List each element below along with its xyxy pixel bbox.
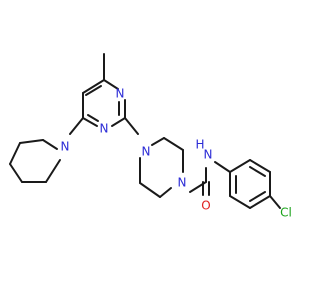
bond-pipz-5 bbox=[139, 182, 161, 198]
bond-ar-6 bbox=[229, 159, 251, 173]
atom-n-piperazine-top: N bbox=[142, 145, 151, 159]
bond-ar-cl bbox=[269, 195, 281, 209]
bond-ar-3 bbox=[249, 195, 271, 209]
atom-n-amide: N bbox=[204, 148, 213, 162]
atom-n-pyrimidine-top: N bbox=[116, 87, 125, 101]
bond-pyr-3-inner bbox=[87, 114, 99, 122]
atom-n-pyrimidine-bottom: N bbox=[100, 122, 109, 136]
bond-pip-3 bbox=[9, 142, 21, 165]
atom-o-carbonyl: O bbox=[201, 199, 210, 213]
atom-cl: Cl bbox=[280, 206, 292, 220]
atom-n-piperidine: N bbox=[61, 140, 70, 154]
bond-ar-3-inner bbox=[249, 191, 266, 202]
bond-pyr-3 bbox=[82, 117, 98, 127]
bonds bbox=[9, 53, 281, 209]
atom-labels: N N N N N H N O Cl bbox=[61, 87, 292, 220]
bond-pyr-6 bbox=[103, 79, 119, 90]
bond-pyr-4 bbox=[111, 117, 126, 127]
bond-pip-2 bbox=[19, 139, 44, 144]
atom-h-amide: H bbox=[195, 138, 204, 152]
atom-n-piperazine-bottom: N bbox=[178, 176, 187, 190]
bond-pyr-pipz bbox=[124, 117, 139, 135]
bond-pipz-4 bbox=[159, 187, 172, 198]
bond-pipz-2 bbox=[163, 137, 184, 151]
bond-pyr-1 bbox=[82, 79, 105, 94]
bond-nh-ring bbox=[214, 161, 231, 173]
bond-pip-1 bbox=[42, 139, 58, 150]
bond-ar-5-inner bbox=[249, 166, 266, 177]
bond-pyr-pip bbox=[69, 117, 84, 135]
bond-pip-6 bbox=[45, 159, 61, 183]
bond-ar-5 bbox=[249, 159, 271, 173]
bond-pip-4 bbox=[9, 163, 23, 183]
bond-pyr-1-inner bbox=[85, 85, 102, 96]
molecule-structure: N N N N N H N O Cl bbox=[9, 53, 292, 220]
bond-ar-2 bbox=[229, 195, 251, 209]
bond-pipz-1 bbox=[151, 137, 165, 146]
